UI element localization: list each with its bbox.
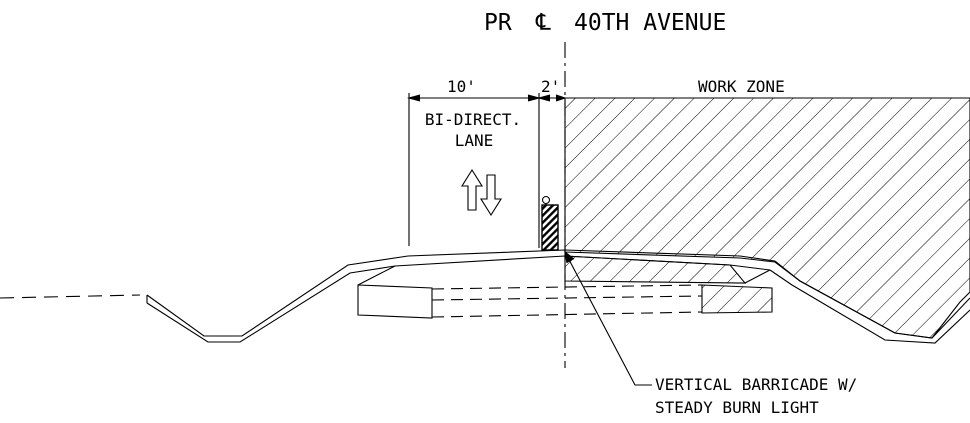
bidirectional-arrows-icon — [461, 168, 502, 217]
title-prefix: PR — [484, 10, 512, 36]
existing-ground-left — [0, 294, 141, 299]
base-course — [357, 255, 771, 286]
left-slope-profile — [146, 255, 409, 343]
road-title: PR ℄ 40TH AVENUE — [484, 10, 726, 36]
steady-burn-light-icon — [541, 195, 551, 205]
subgrade-dashed — [431, 284, 703, 318]
offset-width-dimension: 2' — [541, 77, 560, 96]
lane-label-line1: BI-DIRECT. — [425, 110, 521, 129]
lane-width-dimension: 10' — [447, 77, 476, 96]
title-road-name: 40TH AVENUE — [574, 10, 726, 36]
right-slope-profile — [769, 260, 970, 344]
subgrade-left-block — [357, 284, 433, 319]
callout-line2: STEADY BURN LIGHT — [655, 398, 819, 417]
vertical-barricade-icon — [541, 200, 559, 251]
callout-leader — [564, 250, 652, 386]
centerline-symbol: ℄ — [535, 10, 551, 36]
work-zone-label: WORK ZONE — [698, 77, 785, 96]
lane-label-line2: LANE — [455, 131, 494, 150]
subgrade-right-block — [701, 284, 773, 314]
callout-line1: VERTICAL BARRICADE W/ — [655, 375, 857, 394]
